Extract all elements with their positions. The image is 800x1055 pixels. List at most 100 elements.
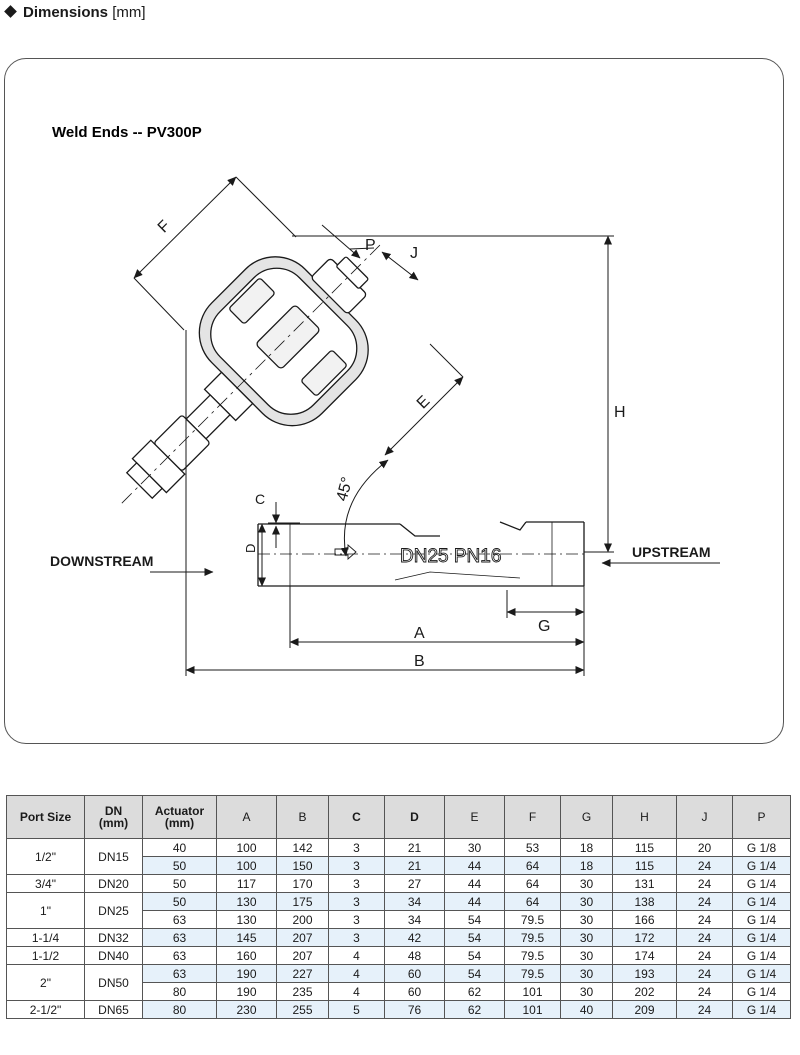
table-cell: 1/2": [6, 838, 85, 875]
table-cell: 24: [676, 946, 733, 965]
table-cell: 34: [384, 892, 445, 911]
table-cell: DN50: [84, 964, 143, 1001]
table-cell: 24: [676, 982, 733, 1001]
table-cell: DN15: [84, 838, 143, 875]
table-cell: 3: [328, 838, 385, 857]
drawing-frame: [4, 58, 784, 744]
table-cell: G 1/4: [732, 910, 791, 929]
table-cell: 50: [142, 856, 217, 875]
table-cell: 193: [612, 964, 677, 983]
dim-label-D: D: [243, 544, 258, 553]
table-cell: 131: [612, 874, 677, 893]
dimension-lines: [133, 176, 720, 676]
column-header: H: [612, 795, 677, 839]
table-cell: 174: [612, 946, 677, 965]
table-cell: 130: [216, 910, 277, 929]
table-cell: 150: [276, 856, 329, 875]
table-cell: 54: [444, 928, 505, 947]
table-cell: 44: [444, 892, 505, 911]
table-cell: 64: [504, 892, 561, 911]
valve-marking: DN25 PN16: [400, 546, 501, 567]
table-cell: DN32: [84, 928, 143, 947]
table-cell: 24: [676, 856, 733, 875]
table-cell: 1-1/2: [6, 946, 85, 965]
table-cell: 160: [216, 946, 277, 965]
table-cell: 79.5: [504, 910, 561, 929]
table-cell: 63: [142, 964, 217, 983]
table-cell: 100: [216, 856, 277, 875]
section-unit: [mm]: [112, 4, 146, 21]
table-cell: 54: [444, 964, 505, 983]
table-cell: G 1/4: [732, 1000, 791, 1019]
table-cell: 172: [612, 928, 677, 947]
table-cell: 1": [6, 892, 85, 929]
table-cell: 4: [328, 964, 385, 983]
table-cell: 44: [444, 874, 505, 893]
column-header: DN(mm): [84, 795, 143, 839]
table-cell: 63: [142, 928, 217, 947]
table-cell: 30: [560, 964, 613, 983]
table-cell: 40: [142, 838, 217, 857]
table-cell: 230: [216, 1000, 277, 1019]
column-header: P: [732, 795, 791, 839]
table-cell: 3: [328, 874, 385, 893]
table-cell: 117: [216, 874, 277, 893]
angle-label: 45°: [334, 475, 357, 503]
table-cell: 20: [676, 838, 733, 857]
table-cell: 115: [612, 856, 677, 875]
table-cell: 60: [384, 964, 445, 983]
table-cell: 64: [504, 874, 561, 893]
section-title-text: Dimensions: [23, 4, 109, 21]
table-cell: 200: [276, 910, 329, 929]
table-cell: G 1/4: [732, 874, 791, 893]
table-cell: DN40: [84, 946, 143, 965]
column-header: C: [328, 795, 385, 839]
table-cell: DN25: [84, 892, 143, 929]
table-cell: 24: [676, 910, 733, 929]
table-cell: 130: [216, 892, 277, 911]
table-cell: 30: [560, 982, 613, 1001]
table-cell: 166: [612, 910, 677, 929]
table-cell: 3: [328, 892, 385, 911]
column-header: A: [216, 795, 277, 839]
table-cell: 40: [560, 1000, 613, 1019]
table-cell: 142: [276, 838, 329, 857]
table-cell: 50: [142, 892, 217, 911]
upstream-label: UPSTREAM: [632, 544, 711, 560]
table-cell: 30: [560, 946, 613, 965]
table-cell: 207: [276, 946, 329, 965]
column-header: Port Size: [6, 795, 85, 839]
dim-label-A: A: [414, 625, 425, 642]
table-cell: 54: [444, 946, 505, 965]
table-cell: 101: [504, 1000, 561, 1019]
table-cell: 44: [444, 856, 505, 875]
table-cell: 24: [676, 874, 733, 893]
column-header: Actuator(mm): [142, 795, 217, 839]
table-cell: 227: [276, 964, 329, 983]
table-cell: 18: [560, 838, 613, 857]
column-header: J: [676, 795, 733, 839]
table-cell: 79.5: [504, 928, 561, 947]
table-cell: 4: [328, 946, 385, 965]
table-cell: 24: [676, 892, 733, 911]
table-cell: 79.5: [504, 946, 561, 965]
drawing-title: Weld Ends -- PV300P: [52, 124, 202, 141]
dim-label-J: J: [410, 245, 418, 262]
table-cell: 30: [560, 892, 613, 911]
table-cell: 255: [276, 1000, 329, 1019]
table-cell: 27: [384, 874, 445, 893]
table-cell: 42: [384, 928, 445, 947]
dim-label-G: G: [538, 618, 550, 635]
table-cell: 54: [444, 910, 505, 929]
table-cell: G 1/4: [732, 928, 791, 947]
table-cell: 24: [676, 928, 733, 947]
table-cell: 4: [328, 982, 385, 1001]
table-cell: 24: [676, 1000, 733, 1019]
